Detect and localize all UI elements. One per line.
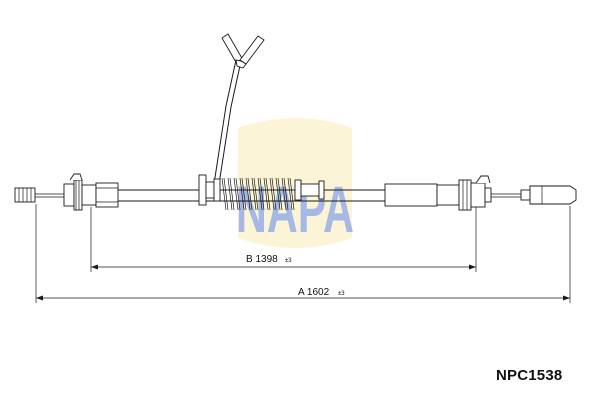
dimension-a-tolerance: ±3 (338, 291, 345, 297)
right-end-fitting (520, 185, 577, 205)
dimension-b-label: B 1398 (246, 254, 278, 265)
lever-rod (213, 33, 265, 185)
dimension-b-tolerance: ±3 (285, 258, 292, 264)
right-ferrule (436, 175, 492, 211)
dimension-a-label: A 1602 (298, 287, 330, 298)
dimension-a: A 1602 ±3 (35, 204, 571, 303)
dimension-b: B 1398 ±3 (90, 207, 477, 272)
part-number: NPC1538 (496, 367, 563, 384)
left-end-fitting (14, 187, 36, 203)
spring-assembly (198, 174, 325, 211)
conduit-sleeve (384, 183, 438, 207)
left-ferrule (63, 173, 119, 211)
